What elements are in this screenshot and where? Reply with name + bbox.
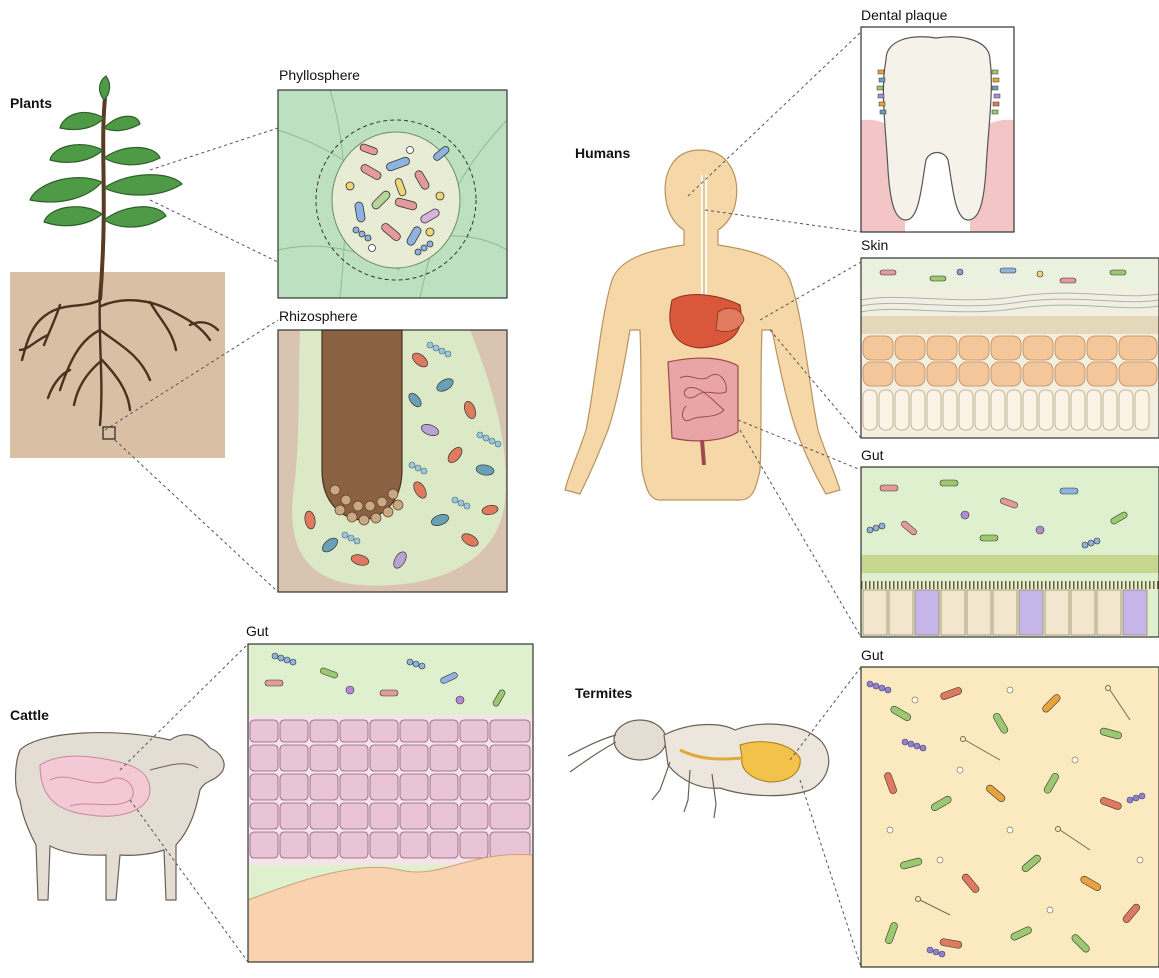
cattle-label: Cattle [10,707,49,723]
skin-panel [861,258,1159,438]
enterocytes [863,590,1147,635]
leaf-group [30,76,182,227]
cow-illustration [16,733,225,900]
human-gut-panel [861,467,1159,637]
skin-label: Skin [861,237,888,253]
intestine-organ [668,358,738,441]
plants-label: Plants [10,95,52,111]
termites-label: Termites [575,685,633,701]
termite-gut-panel [861,667,1159,967]
rhizosphere-label: Rhizosphere [279,308,358,324]
termites-leader-lines [790,667,861,967]
plants-section: Plants [10,67,507,592]
humans-label: Humans [575,145,630,161]
human-gut-label: Gut [861,447,884,463]
human-figure [565,150,840,500]
termites-section: Termites Gut [568,647,1159,967]
cattle-gut-panel [248,644,533,962]
cattle-gut-label: Gut [246,623,269,639]
termite-illustration [568,720,829,818]
rhizosphere-panel [278,330,507,592]
dental-plaque-label: Dental plaque [861,7,948,23]
cattle-section: Cattle Gut [10,623,533,962]
soil-block [10,272,225,458]
humans-section: Humans Dental plaque [565,7,1159,637]
dental-plaque-panel [861,27,1014,232]
termite-gut-label: Gut [861,647,884,663]
phyllosphere-label: Phyllosphere [279,67,360,83]
phyllosphere-panel [278,90,507,298]
